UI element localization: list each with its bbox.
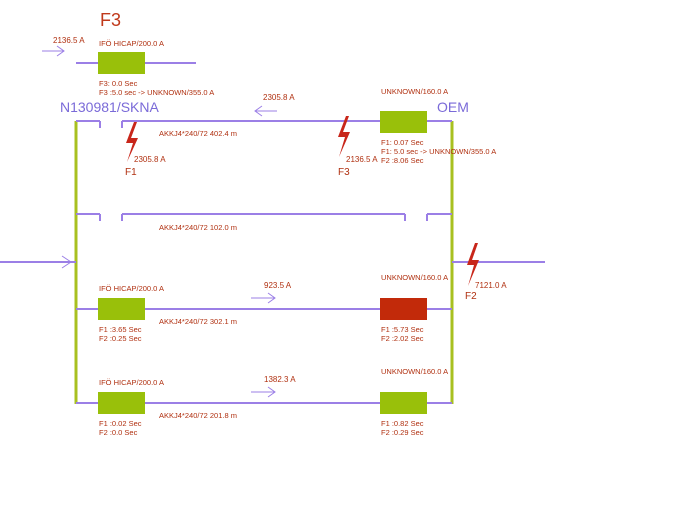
line1-cable-label: AKKJ4*240/72 402.4 m <box>159 129 237 138</box>
line4-current: 1382.3 A <box>264 375 296 384</box>
line4-right-breaker-label: UNKNOWN/160.0 A <box>381 367 449 376</box>
line1-right-breaker[interactable] <box>380 111 427 133</box>
top-feeder-time-1: F3: 0.0 Sec <box>99 79 138 88</box>
line4-left-time-1: F1 :0.02 Sec <box>99 419 142 428</box>
line4-left-time-2: F2 :0.0 Sec <box>99 428 138 437</box>
line3-left-time-1: F1 :3.65 Sec <box>99 325 142 334</box>
top-feeder-breaker-label: IFÖ HICAP/200.0 A <box>99 39 165 48</box>
line1-right-time-2: F1: 5.0 sec -> UNKNOWN/355.0 A <box>381 147 497 156</box>
line3-left-breaker-label: IFÖ HICAP/200.0 A <box>99 284 165 293</box>
line4-arrowhead <box>267 386 276 398</box>
line1-right-time-3: F2 :8.06 Sec <box>381 156 424 165</box>
line4-left-breaker[interactable] <box>98 392 145 414</box>
line4-left-breaker-label: IFÖ HICAP/200.0 A <box>99 378 165 387</box>
line1-right-time-1: F1: 0.07 Sec <box>381 138 424 147</box>
fault-f1-bolt-icon <box>126 122 138 162</box>
line4-right-breaker[interactable] <box>380 392 427 414</box>
line3-left-breaker[interactable] <box>98 298 145 320</box>
top-feeder-time-2: F3 :5.0 sec -> UNKNOWN/355.0 A <box>99 88 215 97</box>
line2-cable-label: AKKJ4*240/72 102.0 m <box>159 223 237 232</box>
top-feeder-arrowhead <box>56 45 65 57</box>
line3-cable-label: AKKJ4*240/72 302.1 m <box>159 317 237 326</box>
line4-right-time-1: F1 :0.82 Sec <box>381 419 424 428</box>
top-feeder-breaker[interactable] <box>98 52 145 74</box>
fault-f1-current: 2305.8 A <box>134 155 166 164</box>
line3-current: 923.5 A <box>264 281 292 290</box>
line3-left-time-2: F2 :0.25 Sec <box>99 334 142 343</box>
fault-f2-current: 7121.0 A <box>475 281 507 290</box>
line1-arrowhead <box>254 105 263 117</box>
fault-f3-label: F3 <box>338 167 350 178</box>
incoming-feed-arrowhead <box>61 255 72 269</box>
line3-right-breaker-label: UNKNOWN/160.0 A <box>381 273 449 282</box>
fault-f2-label: F2 <box>465 291 477 302</box>
fault-f1-label: F1 <box>125 167 137 178</box>
line4-cable-label: AKKJ4*240/72 201.8 m <box>159 411 237 420</box>
node-label-right: OEM <box>437 99 469 115</box>
line3-right-time-1: F1 :5.73 Sec <box>381 325 424 334</box>
line3-arrowhead <box>267 292 276 304</box>
line4-right-time-2: F2 :0.29 Sec <box>381 428 424 437</box>
line1-right-breaker-label: UNKNOWN/160.0 A <box>381 87 449 96</box>
fault-f3-bolt-icon <box>338 116 350 157</box>
node-label-left: N130981/SKNA <box>60 99 159 115</box>
line3-right-breaker[interactable] <box>380 298 427 320</box>
line3-right-time-2: F2 :2.02 Sec <box>381 334 424 343</box>
top-feeder-current: 2136.5 A <box>53 36 85 45</box>
line1-current: 2305.8 A <box>263 93 295 102</box>
fault-f3-current: 2136.5 A <box>346 155 378 164</box>
fault-f2-bolt-icon <box>467 243 479 286</box>
fault-title: F3 <box>100 10 122 30</box>
